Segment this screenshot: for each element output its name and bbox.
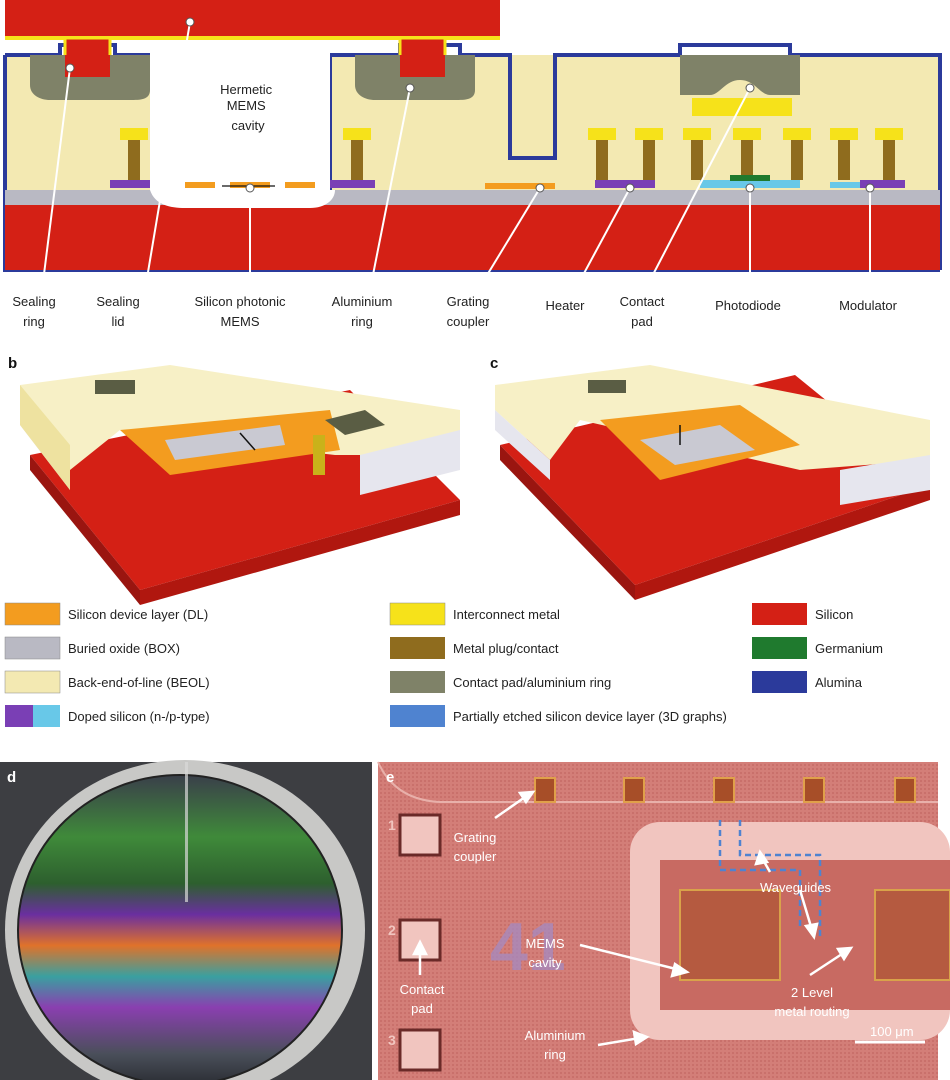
leader-dots xyxy=(65,17,875,193)
panel-c-letter: c xyxy=(490,355,498,372)
legend-item-beol: Back-end-of-line (BEOL) xyxy=(4,670,210,694)
c-box-left xyxy=(495,410,550,480)
b-silicon-side-left xyxy=(30,455,140,605)
contact-pad-metal xyxy=(692,98,792,116)
svg-text:Contact pad/aluminium ring: Contact pad/aluminium ring xyxy=(453,675,611,690)
svg-text:Silicon: Silicon xyxy=(815,607,853,622)
aluminium-ring-left xyxy=(30,55,150,100)
c-silicon-side-left xyxy=(500,445,635,600)
label-waveguides: Waveguides xyxy=(760,880,832,895)
waveguide-1 xyxy=(718,820,802,930)
legend-item-doped: Doped silicon (n-/p-type) xyxy=(5,705,210,727)
c-box-right xyxy=(840,455,930,505)
buried-oxide xyxy=(5,190,940,205)
contact-pads xyxy=(398,813,442,1072)
legend-item-germanium: Germanium xyxy=(752,637,883,659)
chip-number: 41 xyxy=(490,909,566,985)
scale-label: 100 μm xyxy=(870,1024,914,1039)
pad-number-1: 1 xyxy=(388,817,396,833)
label-modulator: Modulator xyxy=(839,298,897,313)
c-pad-small xyxy=(588,380,626,393)
waveguide-2 xyxy=(738,820,822,940)
c-mems xyxy=(640,425,755,465)
cavity-undercut xyxy=(150,190,335,208)
pad-number-2: 2 xyxy=(388,922,396,938)
b-plug xyxy=(313,435,325,475)
svg-text:Alumina: Alumina xyxy=(815,675,863,690)
b-silicon-side-right xyxy=(140,500,460,605)
svg-text:Silicon device layer (DL): Silicon device layer (DL) xyxy=(68,607,208,622)
c-silicon-side-right xyxy=(635,485,930,600)
contact-pad-shape xyxy=(680,55,800,95)
wafer xyxy=(18,775,342,1080)
legend-item-box: Buried oxide (BOX) xyxy=(4,636,180,660)
svg-text:Buried oxide (BOX): Buried oxide (BOX) xyxy=(68,641,180,656)
panel-b-letter: b xyxy=(8,355,17,372)
panel-d: d xyxy=(0,760,372,1080)
legend-item-partial-etch: Partially etched silicon device layer (3… xyxy=(390,705,727,727)
panel-c: c xyxy=(490,355,930,600)
svg-text:Doped silicon (n-/p-type): Doped silicon (n-/p-type) xyxy=(68,709,210,724)
grating-couplers xyxy=(534,777,916,803)
legend-item-pad: Contact pad/aluminium ring xyxy=(390,671,611,693)
metal-plugs xyxy=(120,128,903,180)
panel-d-letter: d xyxy=(7,769,16,786)
b-mems xyxy=(165,425,285,460)
legend-item-dl: Silicon device layer (DL) xyxy=(4,602,208,626)
mems-cell-1 xyxy=(679,889,781,981)
cavity-label: Hermetic MEMS cavity xyxy=(220,82,276,133)
mems-cell-2 xyxy=(874,889,950,981)
panel-e-letter: e xyxy=(386,769,394,786)
panel-b: b xyxy=(8,355,460,605)
b-box-right xyxy=(360,430,460,495)
mems-cavity xyxy=(150,45,330,210)
legend-item-interconnect: Interconnect metal xyxy=(389,602,560,626)
silicon-substrate xyxy=(5,205,940,270)
svg-text:Germanium: Germanium xyxy=(815,641,883,656)
sealing-lid-shape xyxy=(5,0,500,38)
legend: Silicon device layer (DL) Buried oxide (… xyxy=(4,602,883,727)
svg-text:Back-end-of-line (BEOL): Back-end-of-line (BEOL) xyxy=(68,675,210,690)
seal-fill-left xyxy=(65,55,110,77)
label-heater: Heater xyxy=(545,298,585,313)
svg-text:Partially etched silicon devic: Partially etched silicon device layer (3… xyxy=(453,709,727,724)
svg-text:Metal plug/contact: Metal plug/contact xyxy=(453,641,559,656)
b-beol-left xyxy=(20,385,70,490)
label-photodiode: Photodiode xyxy=(715,298,781,313)
pad-number-3: 3 xyxy=(388,1032,396,1048)
micrograph-arrows xyxy=(411,790,854,1047)
seal-fill-right xyxy=(400,55,445,77)
legend-item-plug: Metal plug/contact xyxy=(390,637,559,659)
legend-item-silicon: Silicon xyxy=(752,603,853,625)
b-pad-small xyxy=(95,380,135,394)
b-pad-large xyxy=(325,410,385,435)
panel-a: a xyxy=(3,0,942,329)
legend-item-alumina: Alumina xyxy=(752,671,863,693)
leader-lines xyxy=(41,21,871,291)
svg-text:Interconnect metal: Interconnect metal xyxy=(453,607,560,622)
